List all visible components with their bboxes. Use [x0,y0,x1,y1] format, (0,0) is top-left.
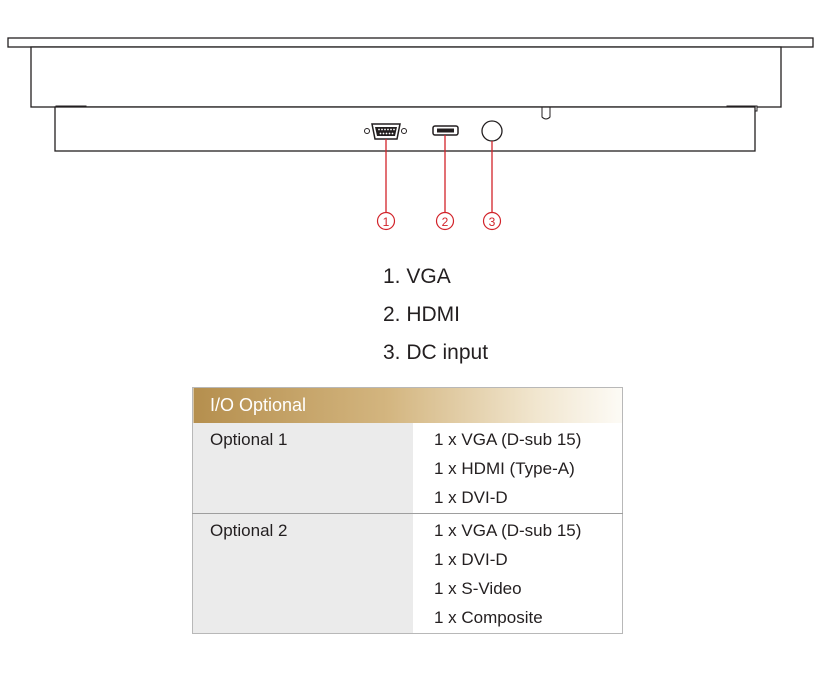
dc-input-port [481,120,503,142]
callout-2-number: 2 [442,215,449,229]
value-item: 1 x VGA (D-sub 15) [434,521,582,540]
callout-3-number: 3 [489,215,496,229]
value-item: 1 x S-Video [434,579,522,598]
row-values-optional-2: 1 x VGA (D-sub 15) 1 x DVI-D 1 x S-Video… [413,513,623,634]
vga-port [364,123,407,140]
bottom-view-diagram: 1 2 3 [7,37,814,231]
value-item: 1 x VGA (D-sub 15) [434,430,582,449]
callout-1-circle [376,211,396,231]
legend-item-hdmi: 2. HDMI [383,303,461,326]
value-item: 1 x DVI-D [434,550,508,569]
panel-bezel [30,46,782,108]
callout-2-circle [435,211,455,231]
panel-top-edge [7,37,814,48]
callout-1-number: 1 [383,215,390,229]
callout-3-circle [482,211,502,231]
row-label-optional-1: Optional 1 [192,423,413,514]
value-item: 1 x Composite [434,608,543,627]
value-item: 1 x HDMI (Type-A) [434,459,575,478]
legend-item-dc-input: 3. DC input [383,341,489,364]
row-values-optional-1: 1 x VGA (D-sub 15) 1 x HDMI (Type-A) 1 x… [413,423,623,514]
io-optional-header: I/O Optional [192,387,623,423]
hdmi-port [432,125,459,136]
port-legend: 1. VGA 2. HDMI 3. DC input [383,258,488,372]
hook-mark [541,107,551,120]
value-item: 1 x DVI-D [434,488,508,507]
table-row: Optional 2 1 x VGA (D-sub 15) 1 x DVI-D … [192,513,623,634]
row-label-optional-2: Optional 2 [192,513,413,634]
table-row: Optional 1 1 x VGA (D-sub 15) 1 x HDMI (… [192,423,623,514]
legend-item-vga: 1. VGA [383,265,451,288]
io-optional-table: I/O Optional Optional 1 1 x VGA (D-sub 1… [192,387,623,634]
